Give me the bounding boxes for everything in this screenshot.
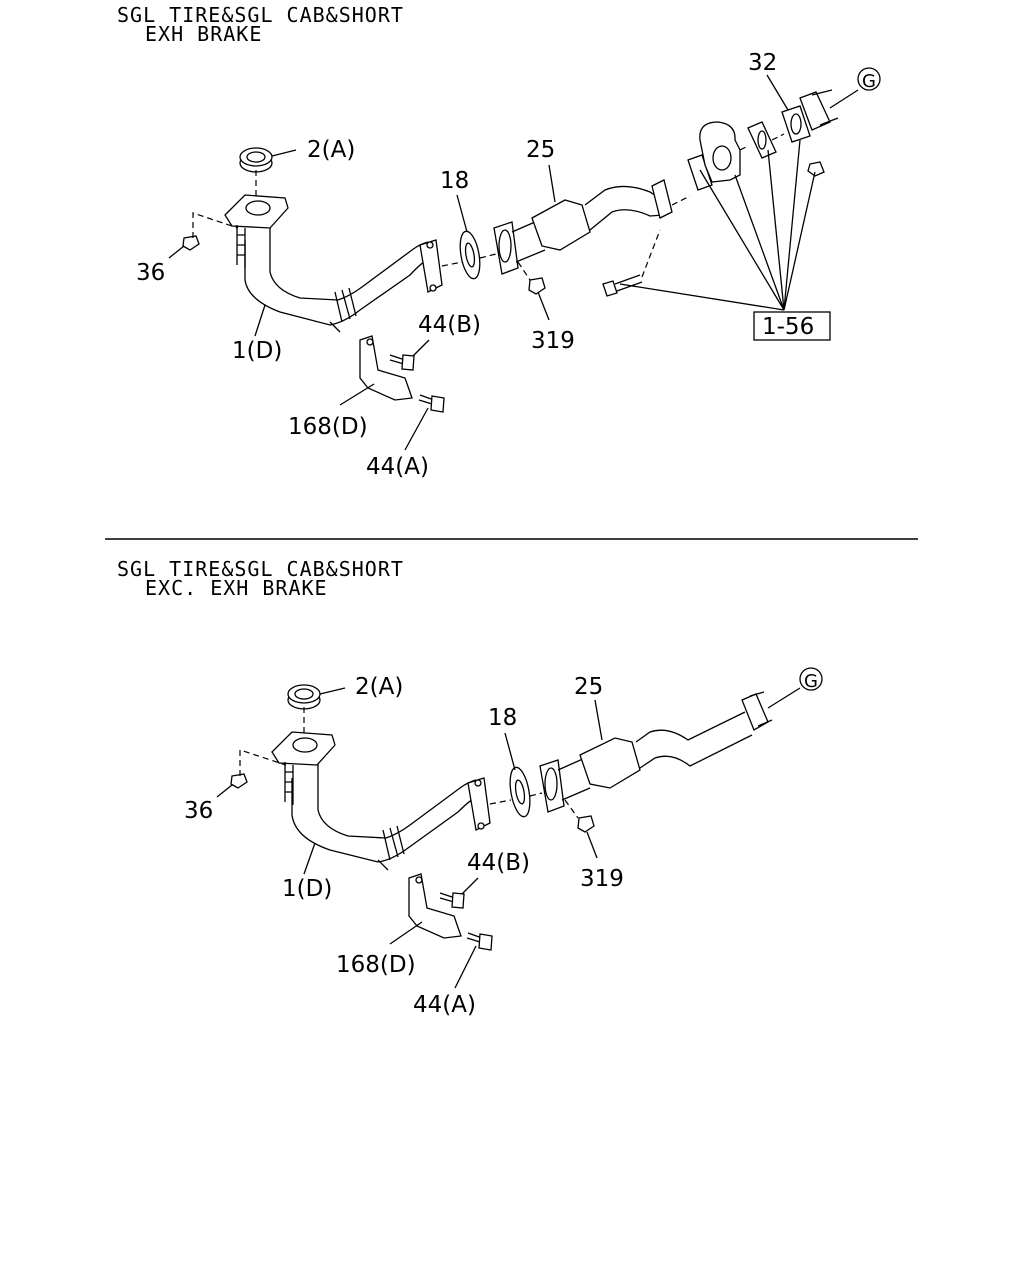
bolt-44a-top xyxy=(418,394,445,413)
top-diagram: 32 G 2(A) 25 18 36 1(D) 44(B) 319 168(D)… xyxy=(136,50,881,480)
label-36-bottom: 36 xyxy=(184,798,213,824)
label-g-top: G xyxy=(862,71,876,92)
label-g-bottom: G xyxy=(804,671,818,692)
label-25-bottom: 25 xyxy=(574,674,603,700)
bottom-title-line1: SGL TIRE&SGL CAB&SHORT xyxy=(117,557,404,581)
bracket-168d-top xyxy=(329,321,413,401)
label-44b-bottom: 44(B) xyxy=(467,850,530,876)
label-32-top: 32 xyxy=(748,50,777,76)
label-1-56-top: 1-56 xyxy=(762,314,814,340)
flange-g-top xyxy=(799,67,881,131)
gasket-2a-bottom xyxy=(287,684,321,737)
bottom-diagram: 2(A) 25 G 18 36 1(D) 44(B) 319 168(D) 44… xyxy=(184,667,823,1018)
converter-pipe-25-bottom xyxy=(539,667,823,813)
label-168d-bottom: 168(D) xyxy=(336,952,416,978)
label-44a-bottom: 44(A) xyxy=(413,992,476,1018)
label-18-top: 18 xyxy=(440,168,469,194)
label-319-bottom: 319 xyxy=(580,866,624,892)
converter-pipe-25-top xyxy=(493,179,673,275)
nut-36-top xyxy=(182,212,239,251)
label-25-top: 25 xyxy=(526,137,555,163)
exhaust-brake-assembly-top xyxy=(671,121,785,206)
label-36-top: 36 xyxy=(136,260,165,286)
label-2a-bottom: 2(A) xyxy=(355,674,403,700)
gasket-2a-top xyxy=(239,147,273,200)
nut-319-top xyxy=(517,261,546,295)
label-1d-top: 1(D) xyxy=(232,338,282,364)
front-pipe-top xyxy=(224,194,443,326)
nut-319-bottom xyxy=(564,799,595,833)
bolt-44b-bottom xyxy=(439,892,465,909)
gasket-18-bottom xyxy=(489,766,543,818)
label-18-bottom: 18 xyxy=(488,705,517,731)
bolt-1-56-top xyxy=(602,229,661,297)
label-168d-top: 168(D) xyxy=(288,414,368,440)
bracket-168d-bottom xyxy=(377,859,462,939)
nut-36-bottom xyxy=(230,749,287,789)
bolt-44a-bottom xyxy=(466,932,493,951)
label-319-top: 319 xyxy=(531,328,575,354)
front-pipe-bottom xyxy=(271,731,491,863)
label-44a-top: 44(A) xyxy=(366,454,429,480)
bolt-44b-top xyxy=(389,354,415,371)
nut-g-top xyxy=(807,161,825,177)
label-2a-top: 2(A) xyxy=(307,137,355,163)
label-1d-bottom: 1(D) xyxy=(282,876,332,902)
bottom-title-line2: EXC. EXH BRAKE xyxy=(145,576,328,600)
gasket-32-top xyxy=(781,105,811,143)
gasket-18-top xyxy=(441,230,497,280)
label-44b-top: 44(B) xyxy=(418,312,481,338)
top-title-line2: EXH BRAKE xyxy=(145,22,263,46)
top-title-line1: SGL TIRE&SGL CAB&SHORT xyxy=(117,3,404,27)
